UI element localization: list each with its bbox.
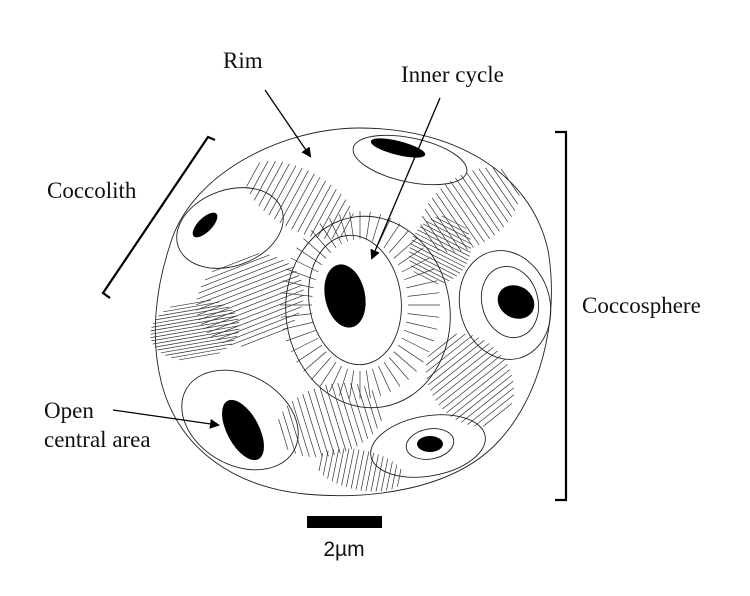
inner-cycle-arrow <box>370 97 441 260</box>
scale-bar: 2µm <box>307 516 382 561</box>
coccolith-label: Coccolith <box>47 178 137 203</box>
open-central-area-arrow <box>112 409 220 429</box>
scale-bar-label: 2µm <box>323 538 364 561</box>
coccosphere-label: Coccosphere <box>582 293 701 318</box>
coccolith-top <box>352 134 468 186</box>
coccolith-bottom <box>370 414 486 478</box>
central-opening-center <box>324 264 366 328</box>
coccosphere-body <box>150 127 552 496</box>
open-central-area-label-line2: central area <box>44 427 151 452</box>
coccolith-bracket <box>101 135 216 299</box>
central-opening-upper-left <box>192 212 218 238</box>
plate-hatching <box>150 160 520 492</box>
central-rays <box>280 211 440 399</box>
coccolith-right <box>458 250 552 360</box>
coccosphere-bracket <box>555 130 568 502</box>
coccolith-center <box>280 211 451 409</box>
coccolith-upper-left <box>176 187 284 269</box>
central-opening-bottom <box>417 436 443 452</box>
coccolith-lower-left <box>181 369 299 471</box>
central-opening-lower-left <box>222 399 264 461</box>
open-central-area-label-line1: Open <box>44 398 94 423</box>
inner-cycle-label: Inner cycle <box>401 62 504 87</box>
central-opening-top <box>370 138 426 158</box>
rim-label: Rim <box>223 48 263 73</box>
rim-arrow <box>264 89 312 158</box>
central-opening-right <box>497 285 535 319</box>
scale-bar-line <box>307 516 382 528</box>
